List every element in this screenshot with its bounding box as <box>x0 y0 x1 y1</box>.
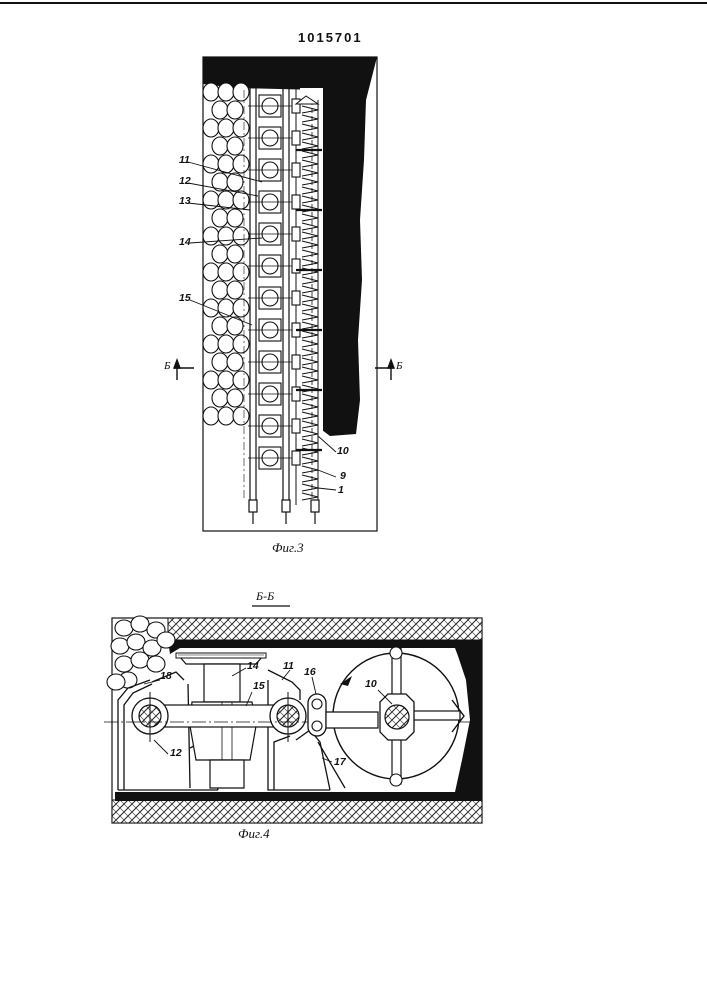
section-clamp <box>292 163 300 177</box>
goaf-stone <box>212 281 228 299</box>
fig3-section-mark-left: Б <box>164 360 171 372</box>
goaf-stone <box>218 263 234 281</box>
section-clamp <box>292 451 300 465</box>
fig4-label-16: 16 <box>304 666 316 678</box>
section-clamp <box>292 227 300 241</box>
goaf-stone <box>233 299 249 317</box>
goaf-stone <box>218 227 234 245</box>
figure-4 <box>104 606 482 823</box>
goaf-stone <box>218 119 234 137</box>
auger-tooth <box>302 484 318 491</box>
section-clamp <box>292 131 300 145</box>
fig3-label-10: 10 <box>337 445 349 457</box>
goaf-stone <box>107 674 125 690</box>
goaf-stone <box>227 353 243 371</box>
goaf-stone <box>233 335 249 353</box>
goaf-stone <box>218 83 234 101</box>
goaf-stone <box>233 371 249 389</box>
goaf-stone <box>203 263 219 281</box>
section-clamp <box>292 99 300 113</box>
goaf-stone <box>233 83 249 101</box>
goaf-stone <box>203 407 219 425</box>
auger-tooth <box>302 466 318 473</box>
goaf-stone <box>131 652 149 668</box>
goaf-stone <box>203 119 219 137</box>
figure-3 <box>174 57 394 531</box>
goaf-stone <box>203 371 219 389</box>
fig4-label-15: 15 <box>253 680 265 692</box>
goaf-stone <box>233 407 249 425</box>
fig3-label-1: 1 <box>338 484 344 496</box>
goaf-stone <box>233 227 249 245</box>
fig3-label-12: 12 <box>179 175 191 187</box>
goaf-stone <box>218 371 234 389</box>
goaf-stone <box>218 407 234 425</box>
goaf-stone <box>212 317 228 335</box>
goaf-stone <box>212 389 228 407</box>
fig4-label-10: 10 <box>365 678 377 690</box>
fig4-section-title: Б-Б <box>256 589 274 604</box>
fig3-label-15: 15 <box>179 292 191 304</box>
goaf-stone <box>212 353 228 371</box>
fig3-section-mark-right: Б <box>396 360 403 372</box>
goaf-stone <box>203 83 219 101</box>
goaf-stone <box>233 119 249 137</box>
auger-tooth <box>302 475 318 482</box>
goaf-stone <box>227 281 243 299</box>
fig3-label-11: 11 <box>179 154 190 166</box>
section-clamp <box>292 355 300 369</box>
goaf-stone <box>227 389 243 407</box>
section-clamp <box>292 291 300 305</box>
goaf-stone <box>227 137 243 155</box>
fig3-label-13: 13 <box>179 195 191 207</box>
goaf-stone <box>233 155 249 173</box>
goaf-stone <box>127 634 145 650</box>
patent-number: 1015701 <box>298 30 363 45</box>
auger-tooth <box>302 439 318 446</box>
fig3-label-14: 14 <box>179 236 191 248</box>
goaf-stone <box>227 209 243 227</box>
section-clamp <box>292 195 300 209</box>
goaf-stone <box>212 101 228 119</box>
goaf-stone <box>227 245 243 263</box>
goaf-stone <box>218 335 234 353</box>
auger-tooth <box>302 493 318 500</box>
goaf-stone <box>115 656 133 672</box>
goaf-stone <box>157 632 175 648</box>
goaf-stone <box>115 620 133 636</box>
auger-tooth <box>302 457 318 464</box>
fig3-caption: Фиг.3 <box>272 540 304 556</box>
goaf-stone <box>131 616 149 632</box>
fig4-label-17: 17 <box>334 756 346 768</box>
fig4-label-11: 11 <box>283 660 294 672</box>
goaf-stone <box>233 263 249 281</box>
goaf-stone <box>212 245 228 263</box>
goaf-stone <box>111 638 129 654</box>
fig4-label-18: 18 <box>160 670 172 682</box>
fig4-caption: Фиг.4 <box>238 826 270 842</box>
goaf-stone <box>212 209 228 227</box>
goaf-stone <box>203 335 219 353</box>
fig3-label-9: 9 <box>340 470 346 482</box>
section-clamp <box>292 419 300 433</box>
goaf-stone <box>212 137 228 155</box>
goaf-stone <box>227 173 243 191</box>
goaf-stone <box>227 317 243 335</box>
goaf-stone <box>203 155 219 173</box>
fig4-label-14: 14 <box>247 660 259 672</box>
goaf-stone <box>227 101 243 119</box>
fig3-goaf-stones <box>203 83 249 425</box>
fig4-label-12: 12 <box>170 747 182 759</box>
